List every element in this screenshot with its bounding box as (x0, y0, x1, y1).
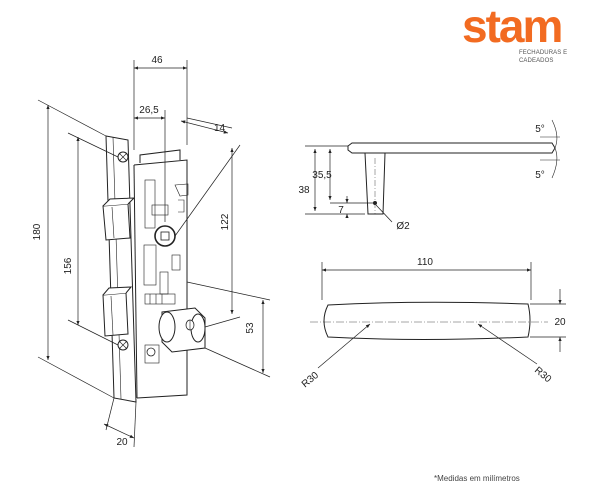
handle-side-view (347, 142, 556, 215)
dim-r30-left: R30 (300, 370, 321, 391)
lock-case (133, 159, 188, 399)
lever-outline (323, 301, 531, 340)
dim-156: 156 (63, 257, 74, 274)
dim-20-lever: 20 (554, 317, 566, 328)
faceplate (105, 135, 137, 403)
dim-38: 38 (298, 185, 310, 196)
lock-dimension-lines (37, 60, 271, 448)
footnote-units: *Medidas em milímetros (434, 474, 520, 483)
dim-26-5: 26,5 (139, 105, 159, 116)
handle-top-view (310, 301, 548, 340)
brand-logo: stam (462, 0, 563, 52)
dim-r30-right: R30 (532, 365, 553, 386)
handle-follower (154, 225, 176, 247)
dead-bolt (102, 292, 129, 337)
dim-14: 14 (214, 123, 226, 134)
dim-angle-bottom: 5° (535, 170, 545, 181)
dim-46: 46 (151, 55, 163, 66)
handle-top-dimension-lines (317, 262, 566, 369)
dim-20-faceplate: 20 (116, 437, 128, 448)
dim-angle-top: 5° (535, 124, 545, 135)
dim-35-5: 35,5 (312, 170, 332, 181)
lock-drawing (102, 135, 206, 403)
handle-side-dimension-lines (305, 119, 560, 223)
brand-tagline: FECHADURAS E CADEADOS (519, 50, 568, 64)
dim-110: 110 (417, 257, 433, 268)
dim-53: 53 (245, 322, 256, 334)
dim-7: 7 (338, 205, 344, 216)
dim-pin-diameter: Ø2 (396, 221, 410, 232)
dim-122: 122 (220, 213, 231, 230)
lever-bar (347, 142, 556, 154)
case-screw (146, 347, 156, 357)
latch-bolt (102, 203, 131, 241)
dim-180: 180 (32, 223, 43, 240)
